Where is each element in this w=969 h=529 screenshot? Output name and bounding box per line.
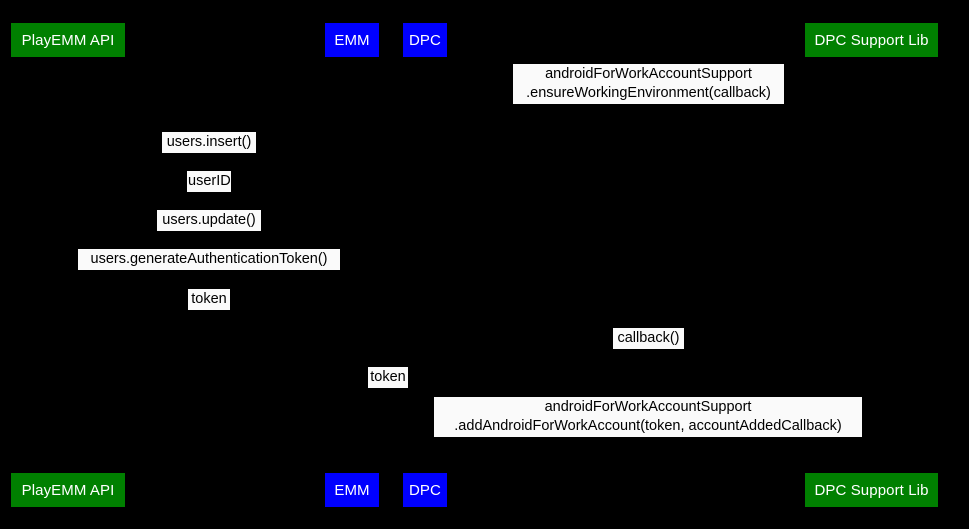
participant-header-dpc-support-lib[interactable]: DPC Support Lib	[805, 23, 938, 57]
message-label-callback[interactable]: callback()	[613, 328, 684, 349]
lifeline-playemm-api	[68, 57, 69, 473]
lifeline-dpc-support-lib	[871, 57, 872, 473]
lifeline-dpc	[425, 57, 426, 473]
message-label-token-to-dpc[interactable]: token	[368, 367, 408, 388]
arrow-token-to-dpc	[352, 386, 425, 392]
arrow-add-android-for-work-account	[425, 435, 871, 441]
arrow-callback	[425, 347, 871, 353]
arrow-ensure-working-environment	[425, 102, 871, 108]
participant-header-emm[interactable]: EMM	[325, 23, 379, 57]
message-label-generate-authentication-token[interactable]: users.generateAuthenticationToken()	[78, 249, 340, 270]
message-label-ensure-working-environment[interactable]: androidForWorkAccountSupport .ensureWork…	[513, 64, 784, 104]
participant-footer-dpc[interactable]: DPC	[403, 473, 447, 507]
participant-header-dpc[interactable]: DPC	[403, 23, 447, 57]
arrow-generate-authentication-token	[68, 268, 352, 274]
participant-footer-dpc-support-lib-label: DPC Support Lib	[814, 481, 929, 499]
message-label-users-update[interactable]: users.update()	[157, 210, 261, 231]
message-label-users-insert[interactable]: users.insert()	[162, 132, 256, 153]
participant-header-dpc-support-lib-label: DPC Support Lib	[814, 31, 929, 49]
participant-footer-emm[interactable]: EMM	[325, 473, 379, 507]
arrow-userid	[68, 190, 352, 196]
participant-footer-dpc-label: DPC	[409, 481, 441, 499]
message-label-add-android-for-work-account[interactable]: androidForWorkAccountSupport .addAndroid…	[434, 397, 862, 437]
arrow-users-update	[68, 229, 352, 235]
participant-header-emm-label: EMM	[334, 31, 370, 49]
participant-header-playemm-api[interactable]: PlayEMM API	[11, 23, 125, 57]
participant-footer-playemm-api[interactable]: PlayEMM API	[11, 473, 125, 507]
message-label-token-to-emm[interactable]: token	[188, 289, 230, 310]
participant-footer-dpc-support-lib[interactable]: DPC Support Lib	[805, 473, 938, 507]
participant-header-playemm-api-label: PlayEMM API	[21, 31, 115, 49]
message-label-userid[interactable]: userID	[187, 171, 231, 192]
participant-header-dpc-label: DPC	[409, 31, 441, 49]
participant-footer-emm-label: EMM	[334, 481, 370, 499]
participant-footer-playemm-api-label: PlayEMM API	[21, 481, 115, 499]
arrow-token-to-emm	[68, 308, 352, 314]
arrow-users-insert	[68, 151, 352, 157]
lifeline-emm	[352, 57, 353, 473]
